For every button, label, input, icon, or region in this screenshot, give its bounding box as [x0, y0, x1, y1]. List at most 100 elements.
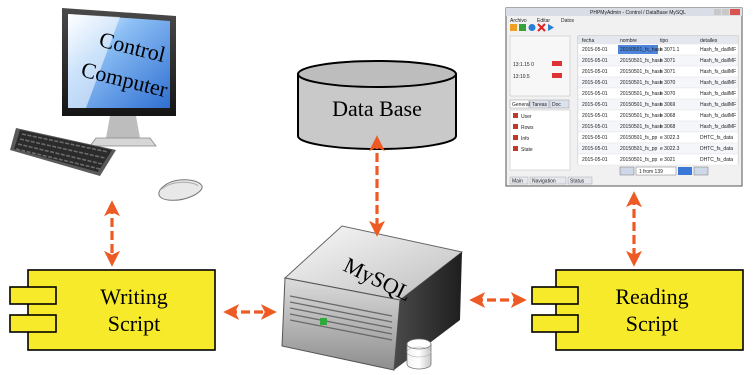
app-menu-bar: Archivo Editar Datos	[510, 18, 575, 24]
keyboard-icon	[10, 128, 116, 176]
menu-item[interactable]: Datos	[561, 18, 575, 24]
side-tab[interactable]	[549, 99, 570, 109]
table-cell: e 3070	[660, 80, 676, 86]
status-tab[interactable]	[529, 176, 567, 185]
pager-prev-button[interactable]	[619, 166, 635, 176]
list-bullet-icon	[513, 146, 518, 151]
table-cell: DHTC_fs_data	[700, 135, 733, 141]
table-header-cell[interactable]: nombre	[620, 38, 637, 44]
table-cell: e 3021	[660, 157, 676, 163]
table-cell: 2015-05-01	[582, 102, 608, 108]
status-tab[interactable]	[509, 176, 529, 185]
red-marker-icon	[552, 73, 562, 78]
table-cell: 20150501_fs_hash	[620, 69, 663, 75]
folder-icon[interactable]	[510, 24, 517, 31]
table-cell: e 3068	[660, 113, 676, 119]
menu-item[interactable]: Archivo	[510, 18, 527, 24]
table-cell: Hash_fs_dailMF	[700, 113, 736, 119]
table-cell: 2015-05-01	[582, 135, 608, 141]
refresh-icon[interactable]	[528, 24, 536, 31]
table-cell: e 3022.3	[660, 135, 680, 141]
component-port-top	[9, 286, 57, 305]
monitor-icon	[62, 8, 176, 147]
grid-icon[interactable]	[519, 24, 526, 31]
list-bullet-icon	[513, 135, 518, 140]
red-marker-icon	[552, 61, 562, 66]
connection-arrows	[104, 135, 642, 320]
table-cell: 20150501_fs_pp	[620, 146, 657, 152]
delete-icon[interactable]	[537, 23, 546, 32]
component-port-top	[531, 286, 579, 305]
side-tab[interactable]	[509, 99, 530, 109]
reading-label-line2: Script	[626, 311, 679, 336]
pager-bar: 1 from 139	[619, 166, 709, 176]
table-cell: DHTC_fs_data	[700, 157, 733, 163]
play-icon[interactable]	[548, 24, 554, 31]
side-tab-label: Doc	[552, 102, 561, 108]
side-list-item[interactable]: Info	[521, 136, 530, 142]
close-icon[interactable]	[730, 9, 740, 15]
table-cell: e 3069	[660, 102, 676, 108]
pager-text: 1 from 139	[639, 169, 663, 175]
pager-last-button[interactable]	[693, 166, 709, 176]
side-tab-label: General	[512, 102, 530, 108]
table-cell: e 3068	[660, 124, 676, 130]
pager-next-button[interactable]	[678, 167, 692, 175]
table-cell: 20150501_fs_pp	[620, 135, 657, 141]
app-window-screenshot: PHPMyAdmin - Control / DataBase MySQL Ar…	[505, 7, 743, 187]
side-list-item[interactable]: User	[521, 114, 532, 120]
table-cell: 2015-05-01	[582, 80, 608, 86]
side-list-item[interactable]: Rows	[521, 125, 534, 131]
status-tab-label: Navigation	[532, 179, 556, 185]
table-cell: Hash_fs_dailMF	[700, 102, 736, 108]
table-cell: 2015-05-01	[582, 58, 608, 64]
writing-label-line1: Writing	[100, 284, 168, 309]
table-cell: e 3022.3	[660, 146, 680, 152]
table-cell: e 3071	[660, 69, 676, 75]
status-tab[interactable]	[567, 176, 593, 185]
table-header-cell[interactable]: fecha	[582, 38, 594, 44]
table-cell: 20150501_fs_hash	[620, 47, 663, 53]
table-cell: e 3071.1	[660, 47, 680, 53]
table-cell: Hash_fs_dailMF	[700, 58, 736, 64]
list-bullet-icon	[513, 113, 518, 118]
table-cell: Hash_fs_dailMF	[700, 69, 736, 75]
app-left-panel: 13:1.15 0 13:10.5	[509, 35, 571, 97]
table-cell: 2015-05-01	[582, 113, 608, 119]
table-cell: e 3070	[660, 91, 676, 97]
side-tab[interactable]	[529, 99, 550, 109]
mouse-icon	[158, 179, 203, 201]
app-window-controls	[714, 9, 740, 15]
table-cell: 20150501_fs_hash	[620, 102, 663, 108]
database-cylinder: Data Base	[297, 60, 457, 150]
reading-label-line1: Reading	[615, 284, 688, 309]
database-label: Data Base	[332, 96, 422, 121]
menu-item[interactable]: Editar	[537, 18, 550, 24]
table-cell: e 3071	[660, 58, 676, 64]
side-tab-label: Tareas	[532, 102, 548, 108]
table-header-cell[interactable]: tipo	[660, 38, 668, 44]
small-db-icon	[406, 338, 432, 370]
component-port-bottom	[9, 314, 57, 333]
table-cell: DHTC_fs_data	[700, 146, 733, 152]
table-header-cell[interactable]: detalles	[700, 38, 718, 44]
table-cell: 20150501_fs_pp	[620, 157, 657, 163]
app-window-title: PHPMyAdmin - Control / DataBase MySQL	[590, 10, 686, 16]
time-value-1: 13:1.15 0	[513, 62, 534, 68]
side-list-item[interactable]: State	[521, 147, 533, 153]
list-bullet-icon	[513, 124, 518, 129]
